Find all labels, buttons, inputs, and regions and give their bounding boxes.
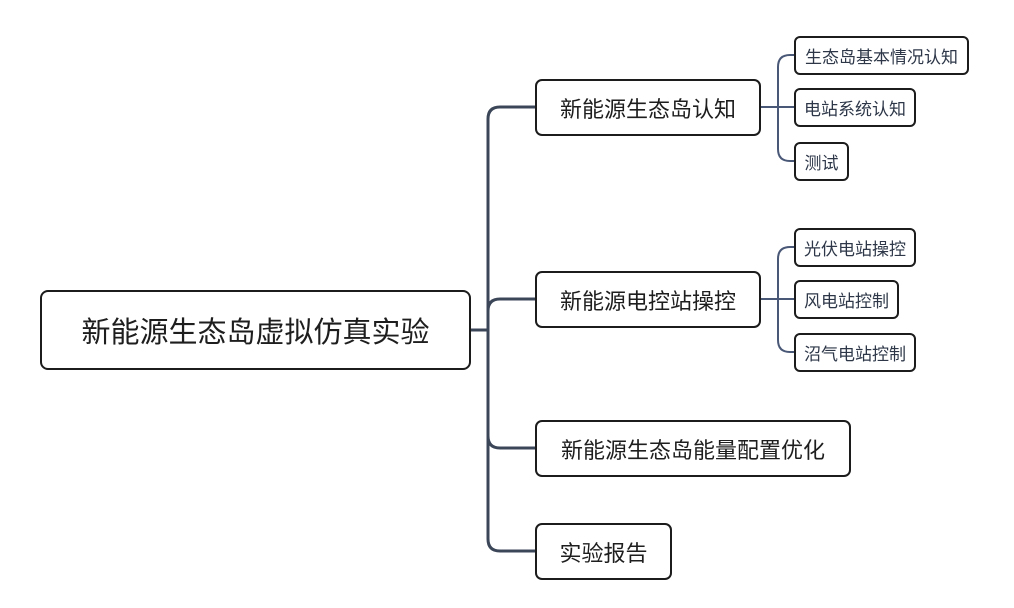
sub-node-2-1-label: 光伏电站操控 <box>804 240 906 260</box>
connector-trunk <box>486 105 537 553</box>
connector-branch-2 <box>486 297 537 313</box>
branch-node-3-label: 新能源生态岛能量配置优化 <box>560 438 825 464</box>
sub-node-2-1: 光伏电站操控 <box>794 228 916 267</box>
branch-node-3: 新能源生态岛能量配置优化 <box>535 420 851 477</box>
branch-node-1: 新能源生态岛认知 <box>535 79 761 136</box>
branch-node-2: 新能源电控站操控 <box>535 271 761 328</box>
sub-node-1-3-label: 测试 <box>804 154 839 174</box>
sub-node-1-3: 测试 <box>794 142 849 181</box>
sub-node-1-1: 生态岛基本情况认知 <box>794 36 969 75</box>
root-node-label: 新能源生态岛虚拟仿真实验 <box>81 315 430 349</box>
connector-branch-3 <box>486 434 537 450</box>
branch-node-1-label: 新能源生态岛认知 <box>559 97 736 123</box>
sub-node-2-3: 沼气电站控制 <box>794 333 916 372</box>
branch-node-4-label: 实验报告 <box>559 541 648 567</box>
root-node: 新能源生态岛虚拟仿真实验 <box>40 290 471 370</box>
sub-node-2-2: 风电站控制 <box>794 280 899 319</box>
sub-node-1-1-label: 生态岛基本情况认知 <box>805 48 958 68</box>
sub-node-1-2-label: 电站系统认知 <box>804 100 906 120</box>
sub-node-2-3-label: 沼气电站控制 <box>804 345 906 365</box>
sub-node-2-2-label: 风电站控制 <box>804 292 889 312</box>
sub-node-1-2: 电站系统认知 <box>794 88 916 127</box>
branch-node-2-label: 新能源电控站操控 <box>559 289 736 315</box>
branch-node-4: 实验报告 <box>535 523 672 580</box>
